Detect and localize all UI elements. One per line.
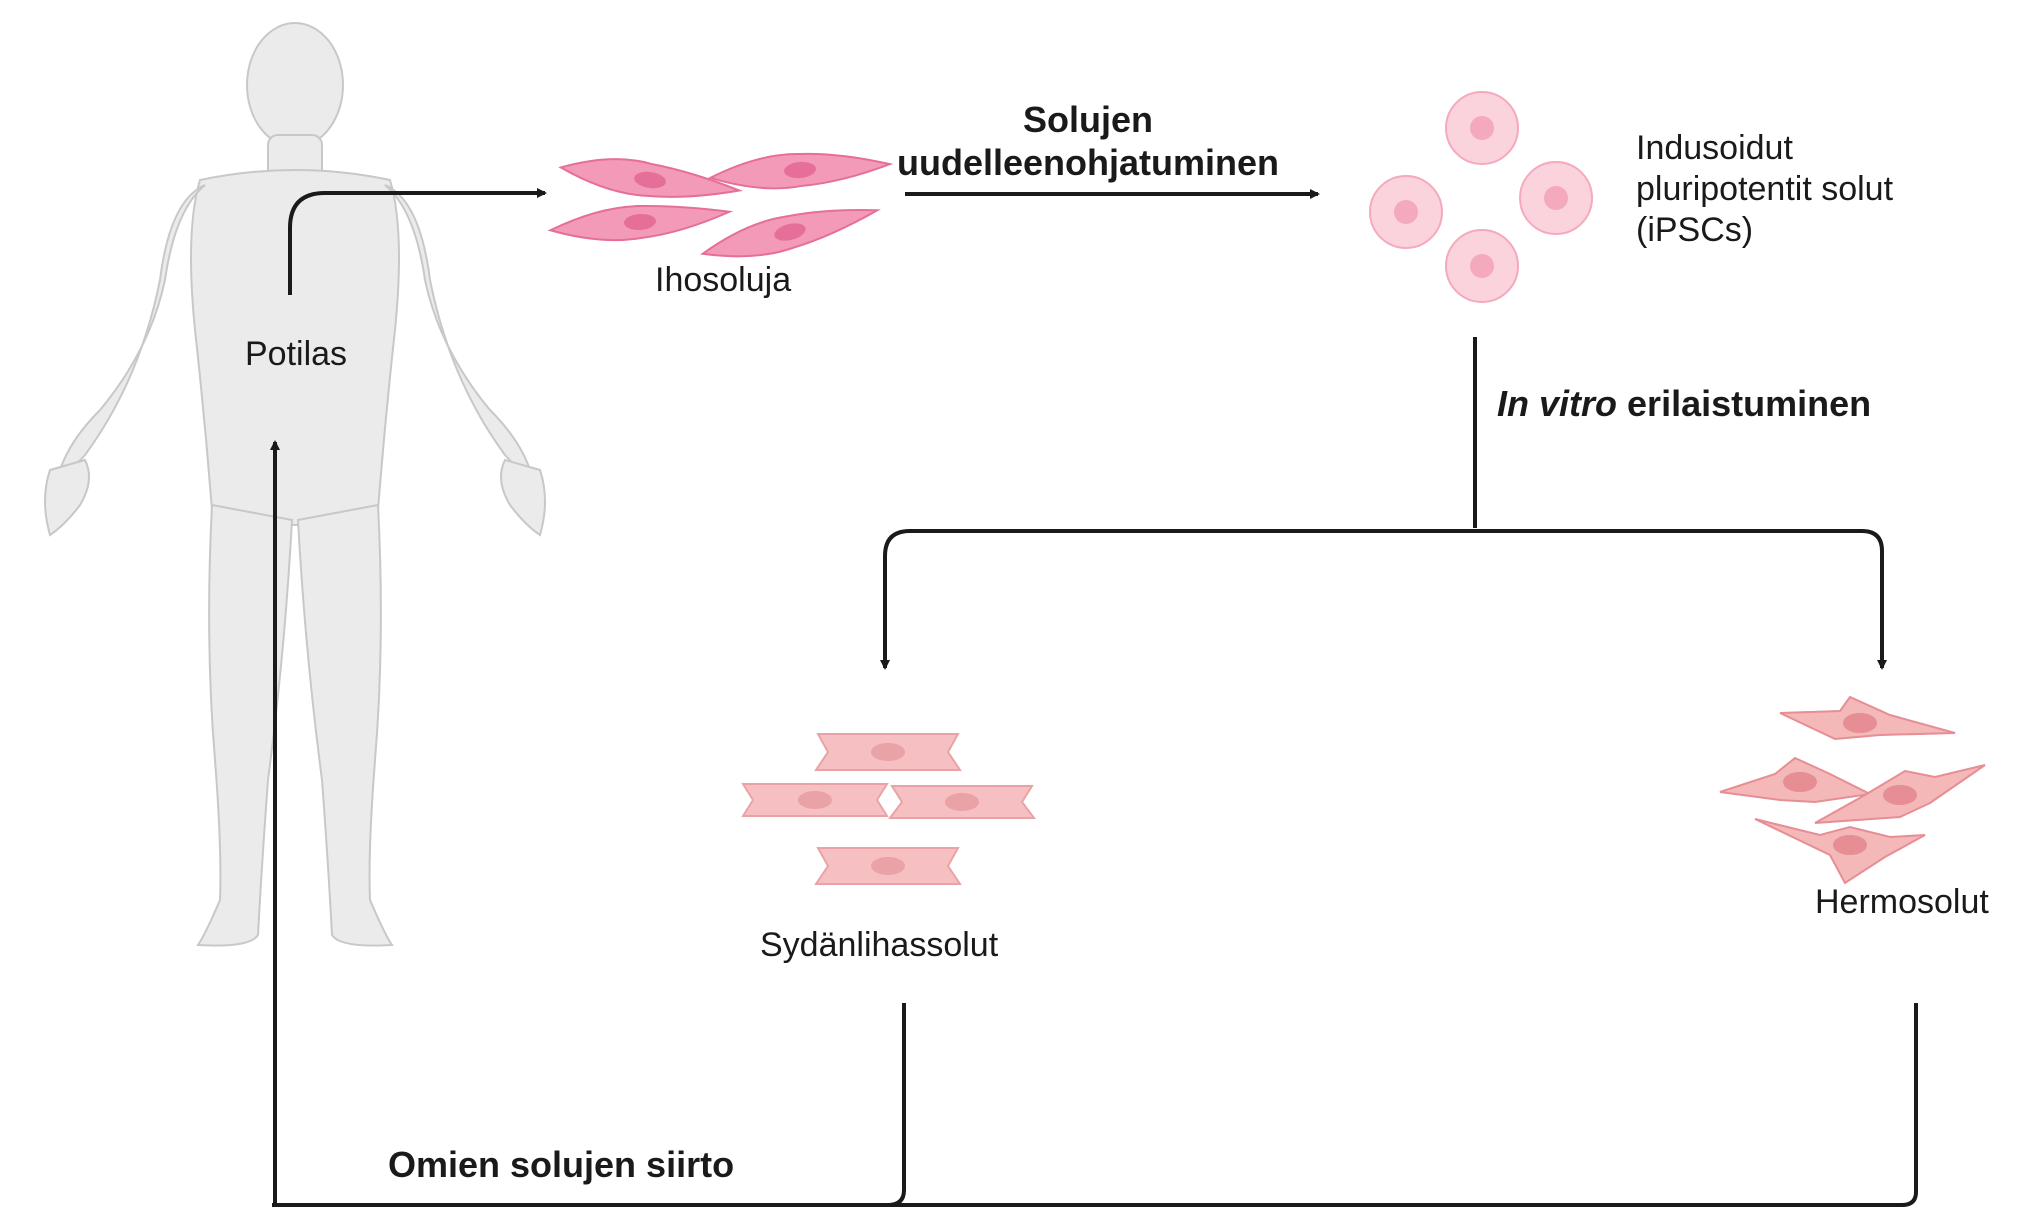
to-cardiomyocytes-arrow: [880, 529, 1475, 670]
cardiomyocytes-illustration: [741, 733, 1036, 885]
differentiation-label-italic: In vitro: [1497, 383, 1618, 424]
ipsc-cell: [1445, 229, 1519, 303]
fibroblast-cell: [707, 152, 894, 190]
neuron-cell: [1754, 818, 1926, 885]
patient-figure: [44, 22, 546, 947]
neuron-cell: [1779, 695, 1956, 741]
patient-right-hand: [500, 458, 546, 537]
cardiomyocytes-label: Sydänlihassolut: [760, 926, 999, 964]
differentiation-label: In vitro erilaistuminen: [1497, 382, 1871, 425]
reprogramming-label-line2: uudelleenohjatuminen: [896, 142, 1280, 184]
patient-head: [246, 22, 344, 148]
cardiomyocyte-cell: [741, 783, 889, 817]
ipsc-cell: [1519, 161, 1593, 235]
patient-right-arm: [384, 184, 532, 472]
cardiomyocyte-cell: [814, 733, 962, 771]
ipsc-label-line1: Indusoidut: [1636, 129, 1793, 167]
fibroblast-cell: [700, 209, 881, 258]
neurons-return-line: [272, 1003, 1918, 1207]
ipsc-illustration: [1369, 91, 1593, 303]
patient-right-leg: [296, 503, 394, 947]
cardiomyocyte-cell: [888, 785, 1036, 819]
patient-to-skin-arrow: [288, 188, 547, 295]
differentiation-label-rest: erilaistuminen: [1627, 383, 1872, 424]
cardiomyocytes-return-line: [842, 1003, 906, 1207]
ipsc-label-line2: pluripotentit solut: [1636, 169, 1894, 208]
ipsc-label-line3: (iPSCs): [1636, 210, 1754, 249]
arrows: [270, 188, 1918, 1207]
neuron-cell: [1719, 756, 1874, 804]
patient-left-leg: [196, 503, 294, 947]
neurons-label: Hermosolut: [1815, 883, 1989, 921]
neuron-cell: [1814, 764, 1986, 824]
reprogramming-label-line1: Solujen: [1022, 99, 1153, 140]
to-neurons-arrow: [1475, 529, 1887, 670]
ipsc-label: Indusoidut pluripotentit solut (iPSCs): [1636, 128, 1893, 250]
fibroblast-cell: [547, 204, 734, 242]
ipsc-cell: [1445, 91, 1519, 165]
patient-left-arm: [58, 184, 206, 472]
patient-left-hand: [44, 458, 90, 537]
patient-label: Potilas: [245, 335, 348, 373]
transplant-label: Omien solujen siirto: [388, 1144, 735, 1185]
neurons-illustration: [1719, 695, 1986, 885]
reprogramming-label: Solujen uudelleenohjatuminen: [888, 98, 1288, 184]
fibroblast-cell: [558, 158, 744, 198]
skin-cells-label: Ihosoluja: [655, 261, 792, 299]
skin-cells-illustration: [547, 152, 894, 258]
ipsc-cell: [1369, 175, 1443, 249]
cardiomyocyte-cell: [814, 847, 962, 885]
